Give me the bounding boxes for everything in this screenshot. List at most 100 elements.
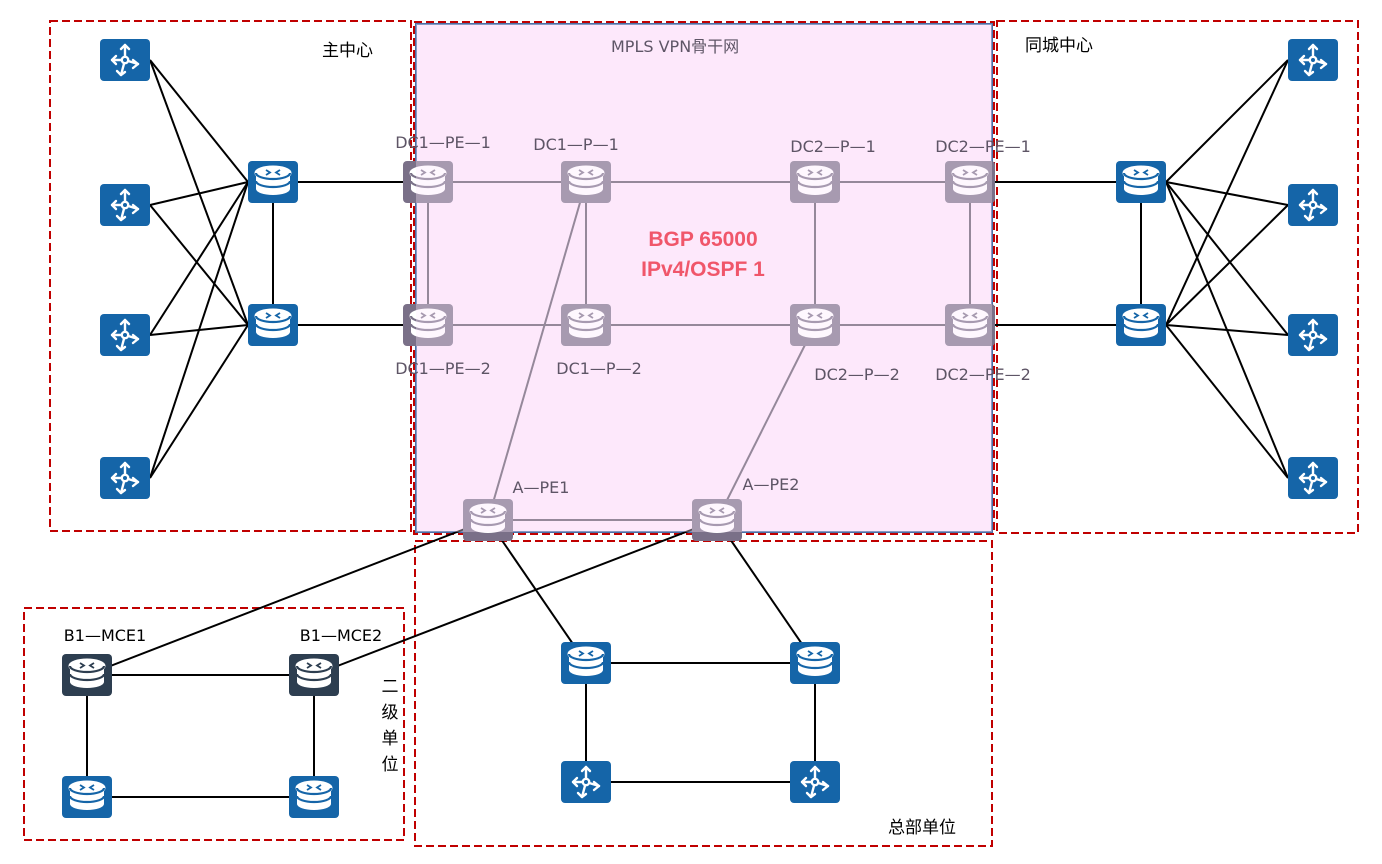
- link-cc-r2-cc-sw2: [1165, 204, 1289, 326]
- router-cc-r1[interactable]: [1116, 161, 1166, 203]
- link-cc-r1-cc-sw3: [1165, 181, 1289, 336]
- router-icon: [790, 161, 840, 203]
- labels-layer: DC1—PE—1DC1—PE—2DC1—P—1DC1—P—2DC2—P—1DC2…: [64, 133, 1031, 645]
- router-dc2-p-2[interactable]: [790, 304, 840, 346]
- router-mc-r2[interactable]: [248, 304, 298, 346]
- switch-icon: [790, 761, 840, 803]
- link-dc2-p-2-a-pe2: [716, 324, 816, 521]
- router-b1-r4[interactable]: [289, 776, 339, 818]
- switch-mc-sw3[interactable]: [100, 314, 150, 356]
- router-icon: [945, 161, 995, 203]
- router-b1-r3[interactable]: [62, 776, 112, 818]
- zone-label-hq-unit: 总部单位: [888, 818, 956, 838]
- node-label-dc1-pe-1: DC1—PE—1: [395, 133, 491, 152]
- backbone-annotation-igp: IPv4/OSPF 1: [641, 258, 765, 281]
- router-icon: [1116, 304, 1166, 346]
- zone-main-center: [49, 20, 412, 532]
- zone-city-center: [996, 20, 1359, 534]
- router-a-pe2[interactable]: [692, 499, 742, 541]
- switch-icon: [1288, 457, 1338, 499]
- switch-icon: [100, 314, 150, 356]
- router-dc2-pe-1[interactable]: [945, 161, 995, 203]
- link-cc-r2-cc-sw4: [1165, 324, 1289, 479]
- switch-icon: [100, 39, 150, 81]
- node-label-dc2-pe-1: DC2—PE—1: [935, 137, 1031, 156]
- node-label-dc1-pe-2: DC1—PE—2: [395, 359, 491, 378]
- zone-label-city-center: 同城中心: [1025, 36, 1093, 56]
- router-dc1-p-1[interactable]: [561, 161, 611, 203]
- link-a-pe1-hq-r1: [487, 519, 587, 664]
- node-label-dc2-p-1: DC2—P—1: [790, 137, 876, 156]
- router-icon: [561, 642, 611, 684]
- router-icon: [790, 304, 840, 346]
- router-icon: [561, 161, 611, 203]
- node-label-b1-mce2: B1—MCE2: [300, 626, 382, 645]
- router-icon: [62, 654, 112, 696]
- router-icon: [289, 776, 339, 818]
- router-icon: [945, 304, 995, 346]
- link-a-pe2-b1-mce2: [313, 519, 718, 676]
- link-a-pe1-b1-mce1: [86, 519, 489, 676]
- node-label-dc2-pe-2: DC2—PE—2: [935, 365, 1031, 384]
- link-mc-sw3-mc-r1: [149, 181, 249, 336]
- router-icon: [248, 304, 298, 346]
- zone-backbone-fill: [415, 23, 993, 533]
- switch-hq-sw1[interactable]: [561, 761, 611, 803]
- zone-hq-unit: [414, 540, 993, 847]
- zone-label-backbone: MPLS VPN骨干网: [611, 37, 739, 56]
- router-dc2-p-1[interactable]: [790, 161, 840, 203]
- switch-cc-sw3[interactable]: [1288, 314, 1338, 356]
- backbone-annotation-bgp: BGP 65000: [648, 228, 757, 251]
- link-cc-r1-cc-sw1: [1165, 59, 1289, 183]
- zone-label-main-center: 主中心: [322, 41, 373, 61]
- node-label-a-pe1: A—PE1: [513, 478, 570, 497]
- switch-mc-sw4[interactable]: [100, 457, 150, 499]
- router-icon: [561, 304, 611, 346]
- router-a-pe1[interactable]: [463, 499, 513, 541]
- switch-cc-sw1[interactable]: [1288, 39, 1338, 81]
- link-cc-r2-cc-sw1: [1165, 59, 1289, 326]
- router-icon: [289, 654, 339, 696]
- router-icon: [403, 304, 453, 346]
- link-a-pe2-hq-r2: [716, 519, 816, 664]
- link-mc-sw4-mc-r2: [149, 324, 249, 479]
- router-icon: [1116, 161, 1166, 203]
- router-icon: [790, 642, 840, 684]
- zone-secondary-unit: [23, 607, 405, 841]
- router-dc1-p-2[interactable]: [561, 304, 611, 346]
- link-mc-sw4-mc-r1: [149, 181, 249, 479]
- router-hq-r1[interactable]: [561, 642, 611, 684]
- node-label-a-pe2: A—PE2: [743, 475, 800, 494]
- router-dc1-pe-1[interactable]: [403, 161, 453, 203]
- router-b1-mce1[interactable]: [62, 654, 112, 696]
- router-hq-r2[interactable]: [790, 642, 840, 684]
- router-icon: [62, 776, 112, 818]
- switch-icon: [1288, 39, 1338, 81]
- node-label-dc1-p-1: DC1—P—1: [533, 135, 619, 154]
- router-icon: [463, 499, 513, 541]
- switch-icon: [100, 184, 150, 226]
- zone-label-secondary-unit: 二级单位: [382, 677, 399, 775]
- node-label-dc2-p-2: DC2—P—2: [814, 365, 900, 384]
- router-icon: [248, 161, 298, 203]
- switch-hq-sw2[interactable]: [790, 761, 840, 803]
- link-mc-sw2-mc-r2: [149, 204, 249, 326]
- switch-icon: [1288, 184, 1338, 226]
- router-b1-mce2[interactable]: [289, 654, 339, 696]
- switch-cc-sw4[interactable]: [1288, 457, 1338, 499]
- switch-icon: [561, 761, 611, 803]
- switch-cc-sw2[interactable]: [1288, 184, 1338, 226]
- link-mc-sw1-mc-r1: [149, 59, 249, 183]
- router-mc-r1[interactable]: [248, 161, 298, 203]
- node-label-dc1-p-2: DC1—P—2: [556, 359, 642, 378]
- link-mc-sw2-mc-r1: [149, 181, 249, 206]
- router-icon: [403, 161, 453, 203]
- switch-mc-sw2[interactable]: [100, 184, 150, 226]
- router-dc1-pe-2[interactable]: [403, 304, 453, 346]
- switch-icon: [1288, 314, 1338, 356]
- router-cc-r2[interactable]: [1116, 304, 1166, 346]
- node-label-b1-mce1: B1—MCE1: [64, 626, 146, 645]
- router-dc2-pe-2[interactable]: [945, 304, 995, 346]
- switch-mc-sw1[interactable]: [100, 39, 150, 81]
